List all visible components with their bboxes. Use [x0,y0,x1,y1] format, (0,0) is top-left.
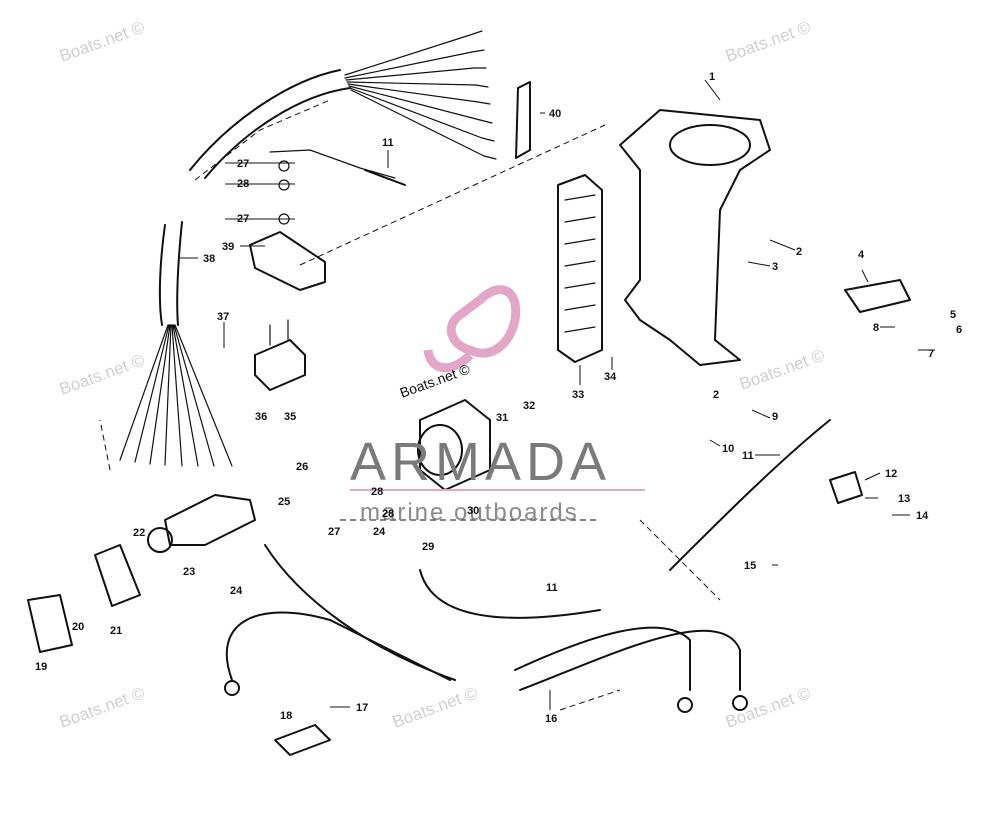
callout-19: 19 [35,661,47,673]
callout-21: 21 [110,625,122,637]
callout-31: 31 [496,412,508,424]
callout-4: 4 [858,249,865,261]
callout-28: 28 [382,508,394,520]
assembly-lines [99,99,721,711]
switch-bracket [844,279,911,313]
callout-2: 2 [796,246,802,258]
harness-loom [419,569,601,619]
callout-1: 1 [709,71,715,83]
tag-plate [515,81,531,159]
callout-28: 28 [371,486,383,498]
ground-bracket [249,149,406,291]
terminal-block [557,174,603,363]
callout-5: 5 [950,309,956,321]
callout-39: 39 [222,241,234,253]
callout-38: 38 [203,253,215,265]
relay [254,319,306,391]
solenoid [417,399,491,491]
callout-24: 24 [230,585,243,597]
armada-logo: Boats.net © ARMADA marine outboards [350,285,645,526]
plug [274,724,331,756]
callout-29: 29 [422,541,434,553]
callout-26: 26 [296,461,308,473]
callout-2: 2 [713,389,719,401]
callout-9: 9 [772,411,778,423]
callout-15: 15 [744,560,756,572]
callout-18: 18 [280,710,292,722]
callout-24: 24 [373,526,386,538]
callout-34: 34 [604,371,617,383]
callout-12: 12 [885,468,897,480]
callout-23: 23 [183,566,195,578]
callout-11: 11 [742,450,754,462]
callout-28: 28 [237,178,249,190]
callout-20: 20 [72,621,84,633]
watermark-text: Boats.net © [737,345,828,393]
callout-32: 32 [523,400,535,412]
callout-40: 40 [549,108,561,120]
watermark-text: Boats.net © [57,350,148,398]
mounting-bracket [619,109,771,366]
callout-37: 37 [217,311,229,323]
watermark-text: Boats.net © [57,17,148,65]
callout-33: 33 [572,389,584,401]
switch-panel [94,544,141,607]
brand-tagline: marine outboards [360,499,579,526]
callout-17: 17 [356,702,368,714]
callout-27: 27 [237,213,249,225]
callout-35: 35 [284,411,296,423]
callout-8: 8 [873,322,879,334]
watermark-text: Boats.net © [723,683,814,731]
callout-10: 10 [722,443,734,455]
callout-6: 6 [956,324,962,336]
harness-left [119,221,233,467]
leader-lines [180,79,935,710]
harness-upper [189,30,497,179]
mounting-plate [27,594,73,653]
ferrule [829,471,863,504]
callout-22: 22 [133,527,145,539]
callout-labels: 1 2 2 3 4 5 6 7 8 9 10 11 11 11 12 13 14… [35,71,962,725]
callout-13: 13 [898,493,910,505]
battery-cables [224,544,748,713]
callout-30: 30 [467,505,479,517]
callout-27: 27 [237,158,249,170]
watermark-text: Boats.net © [57,683,148,731]
watermark-text: Boats.net © [390,683,481,731]
callout-11: 11 [546,582,558,594]
callout-16: 16 [545,713,557,725]
callout-25: 25 [278,496,290,508]
callout-27: 27 [328,526,340,538]
harness-loom [669,419,831,571]
brand-wordmark: ARMADA [350,432,611,492]
ignition-switch [147,494,256,553]
callout-7: 7 [928,348,934,360]
callout-3: 3 [772,261,778,273]
callout-14: 14 [916,510,929,522]
watermark-text: Boats.net © [723,17,814,65]
callout-36: 36 [255,411,267,423]
callout-11: 11 [382,137,394,149]
